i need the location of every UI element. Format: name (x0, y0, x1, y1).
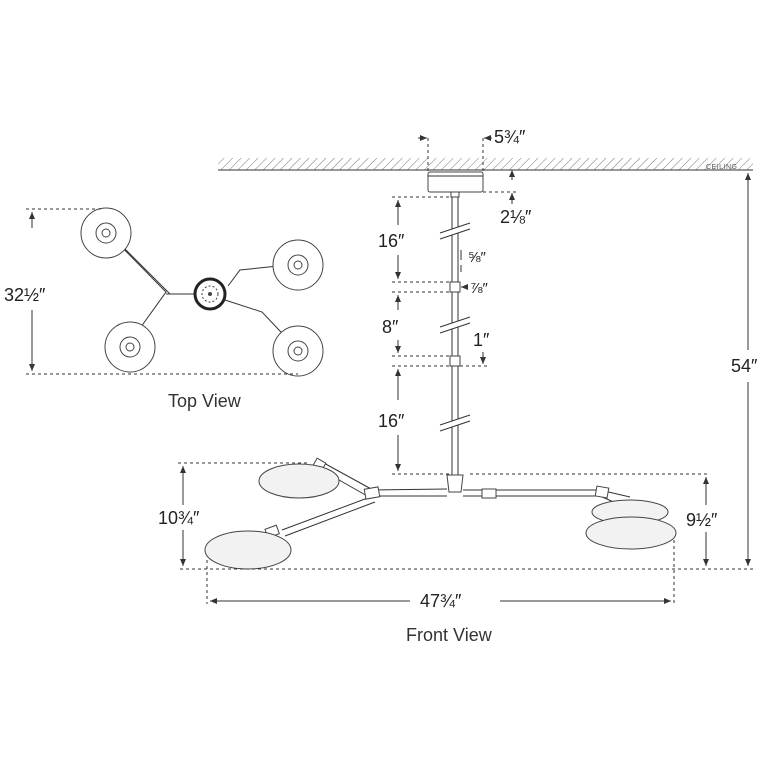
stem (439, 197, 471, 475)
top-shade-2 (272, 239, 324, 291)
top-view-caption: Top View (168, 391, 242, 411)
left-drop-label: 10¾″ (158, 508, 200, 528)
canopy-width-label: 5¾″ (494, 127, 526, 147)
canopy (427, 171, 484, 198)
top-view: 32½″ Top View (4, 207, 324, 411)
top-canopy (193, 277, 227, 311)
front-shades (204, 463, 677, 570)
shade-left-lower (204, 530, 292, 570)
shade-left-upper (258, 463, 340, 499)
front-view: 5¾″ 2⅛″ 16″ ⅝″ ⅞″ 8″ 1″ 16″ (158, 127, 758, 645)
stem-lower-label: 16″ (378, 411, 405, 431)
top-shade-4 (272, 325, 324, 377)
coupler-upper (449, 281, 461, 293)
coupler-lower (449, 355, 461, 367)
coupler-height-label: ⅞″ (470, 280, 489, 297)
ceiling: CEILING (218, 158, 753, 171)
overall-width-label: 47¾″ (420, 591, 462, 611)
front-view-caption: Front View (406, 625, 493, 645)
top-shade-1 (80, 207, 132, 259)
canopy-height-label: 2⅛″ (500, 207, 532, 227)
top-view-depth-label: 32½″ (4, 285, 46, 305)
shade-right-front (585, 516, 677, 550)
top-shade-3 (104, 321, 156, 373)
stem-middle-label: 8″ (382, 317, 399, 337)
overall-height-label: 54″ (731, 356, 758, 376)
right-drop-label: 9½″ (686, 510, 718, 530)
ceiling-label: CEILING (706, 164, 738, 171)
joint-height-label: 1″ (473, 330, 490, 350)
hub (446, 474, 464, 493)
coupler-gap-label: ⅝″ (468, 249, 487, 266)
stem-upper-label: 16″ (378, 231, 405, 251)
